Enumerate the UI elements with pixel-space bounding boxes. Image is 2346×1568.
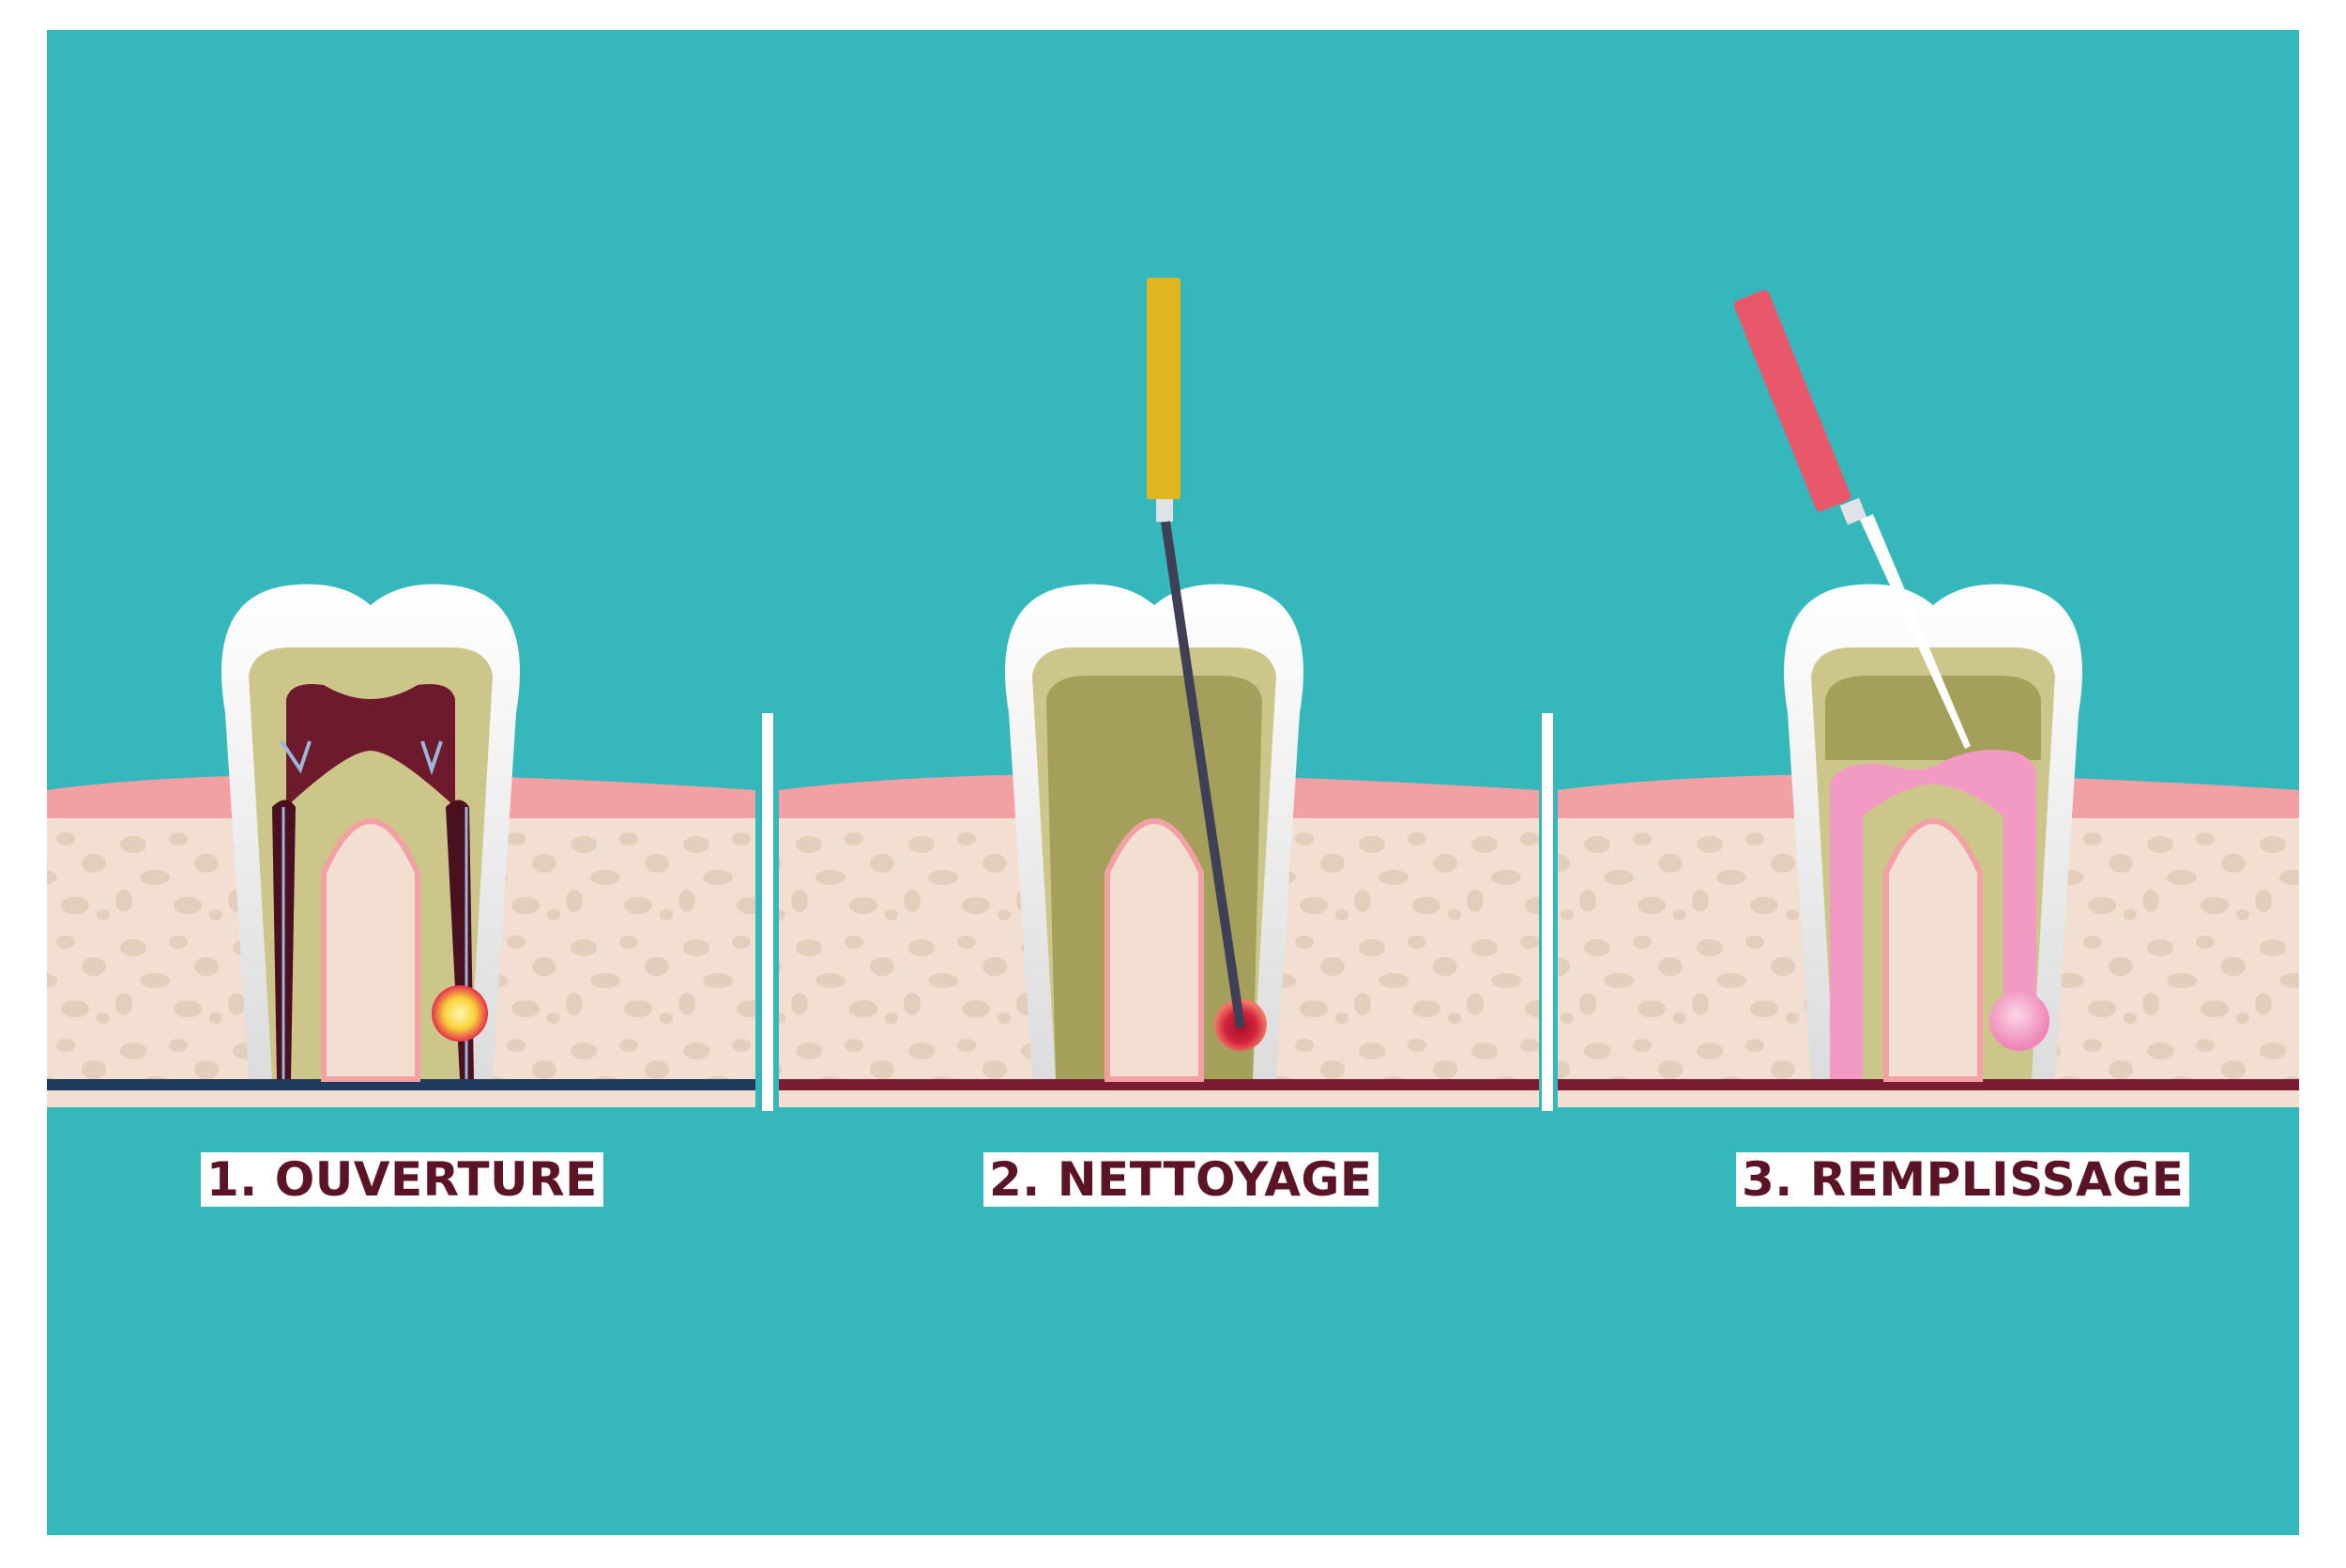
file-handle-red [1733,290,1851,511]
nerve-baseline-1 [47,1079,755,1090]
step-label-nettoyage: 2. NETTOYAGE [983,1152,1379,1207]
filling-bulb-3 [1989,991,2049,1051]
filling-instrument-red [1733,290,1971,749]
file-handle-yellow [1147,278,1181,499]
divider-2 [1542,713,1553,1111]
tooth-2 [1005,584,1303,1082]
pulp-infected-1 [286,684,455,807]
step-label-remplissage: 3. REMPLISSAGE [1736,1152,2190,1207]
panel-2-nettoyage [779,278,1539,1107]
infection-glow-1 [432,985,488,1042]
panel-1-ouverture [47,584,755,1107]
divider-1 [762,713,773,1111]
endo-file-yellow [1147,278,1245,1028]
panel-3-remplissage [1558,290,2299,1107]
tooth-1 [221,584,520,1082]
filling-3 [1830,750,2036,1079]
step-label-ouverture: 1. OUVERTURE [201,1152,603,1207]
nerve-baseline-3 [1558,1079,2299,1090]
tooth-3 [1784,584,2082,1082]
nerve-baseline-2 [779,1079,1539,1090]
